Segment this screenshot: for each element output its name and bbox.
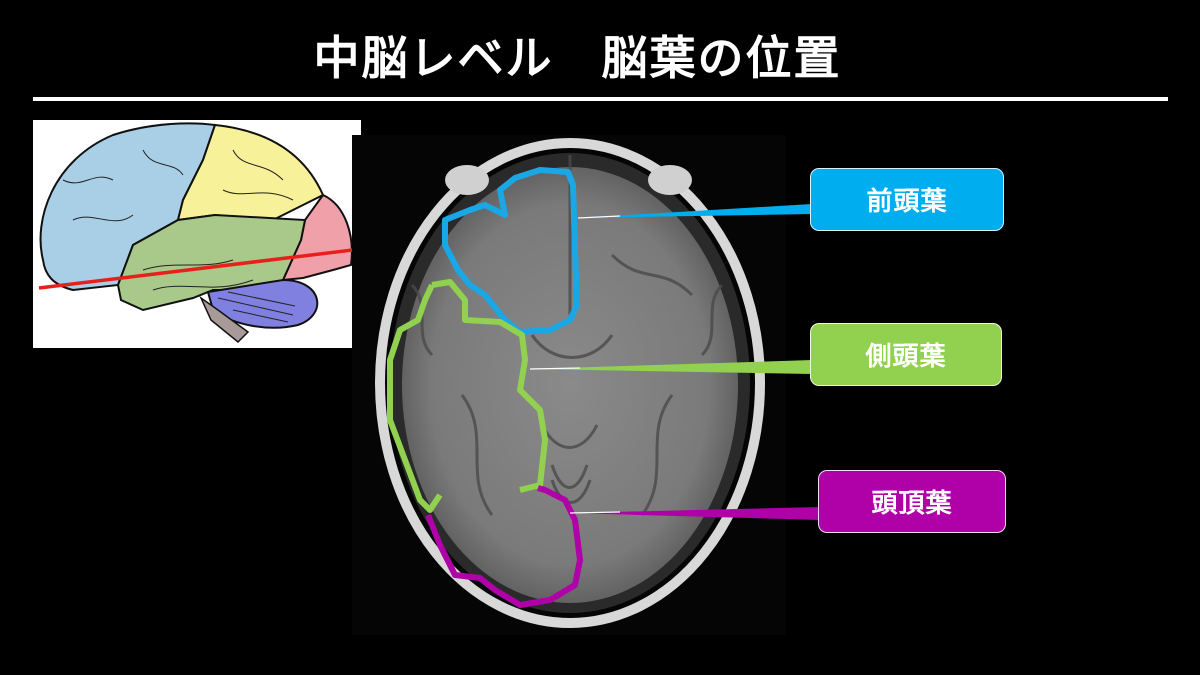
title-divider xyxy=(33,97,1168,101)
callout-parietal-lobe: 頭頂葉 xyxy=(818,470,1006,533)
mri-slice-icon xyxy=(375,138,765,628)
cut-plane-line xyxy=(38,246,370,290)
callout-temporal-lobe: 側頭葉 xyxy=(810,323,1002,386)
callout-frontal-label: 前頭葉 xyxy=(866,187,948,217)
callout-parietal-label: 頭頂葉 xyxy=(871,489,953,519)
callout-temporal-label: 側頭葉 xyxy=(865,342,947,372)
axial-mri-image xyxy=(352,135,786,635)
callout-frontal-lobe: 前頭葉 xyxy=(810,168,1004,231)
slide-title: 中脳レベル 脳葉の位置 xyxy=(313,31,842,85)
brain-illustration-icon xyxy=(38,122,370,344)
lateral-brain-diagram xyxy=(33,120,370,348)
